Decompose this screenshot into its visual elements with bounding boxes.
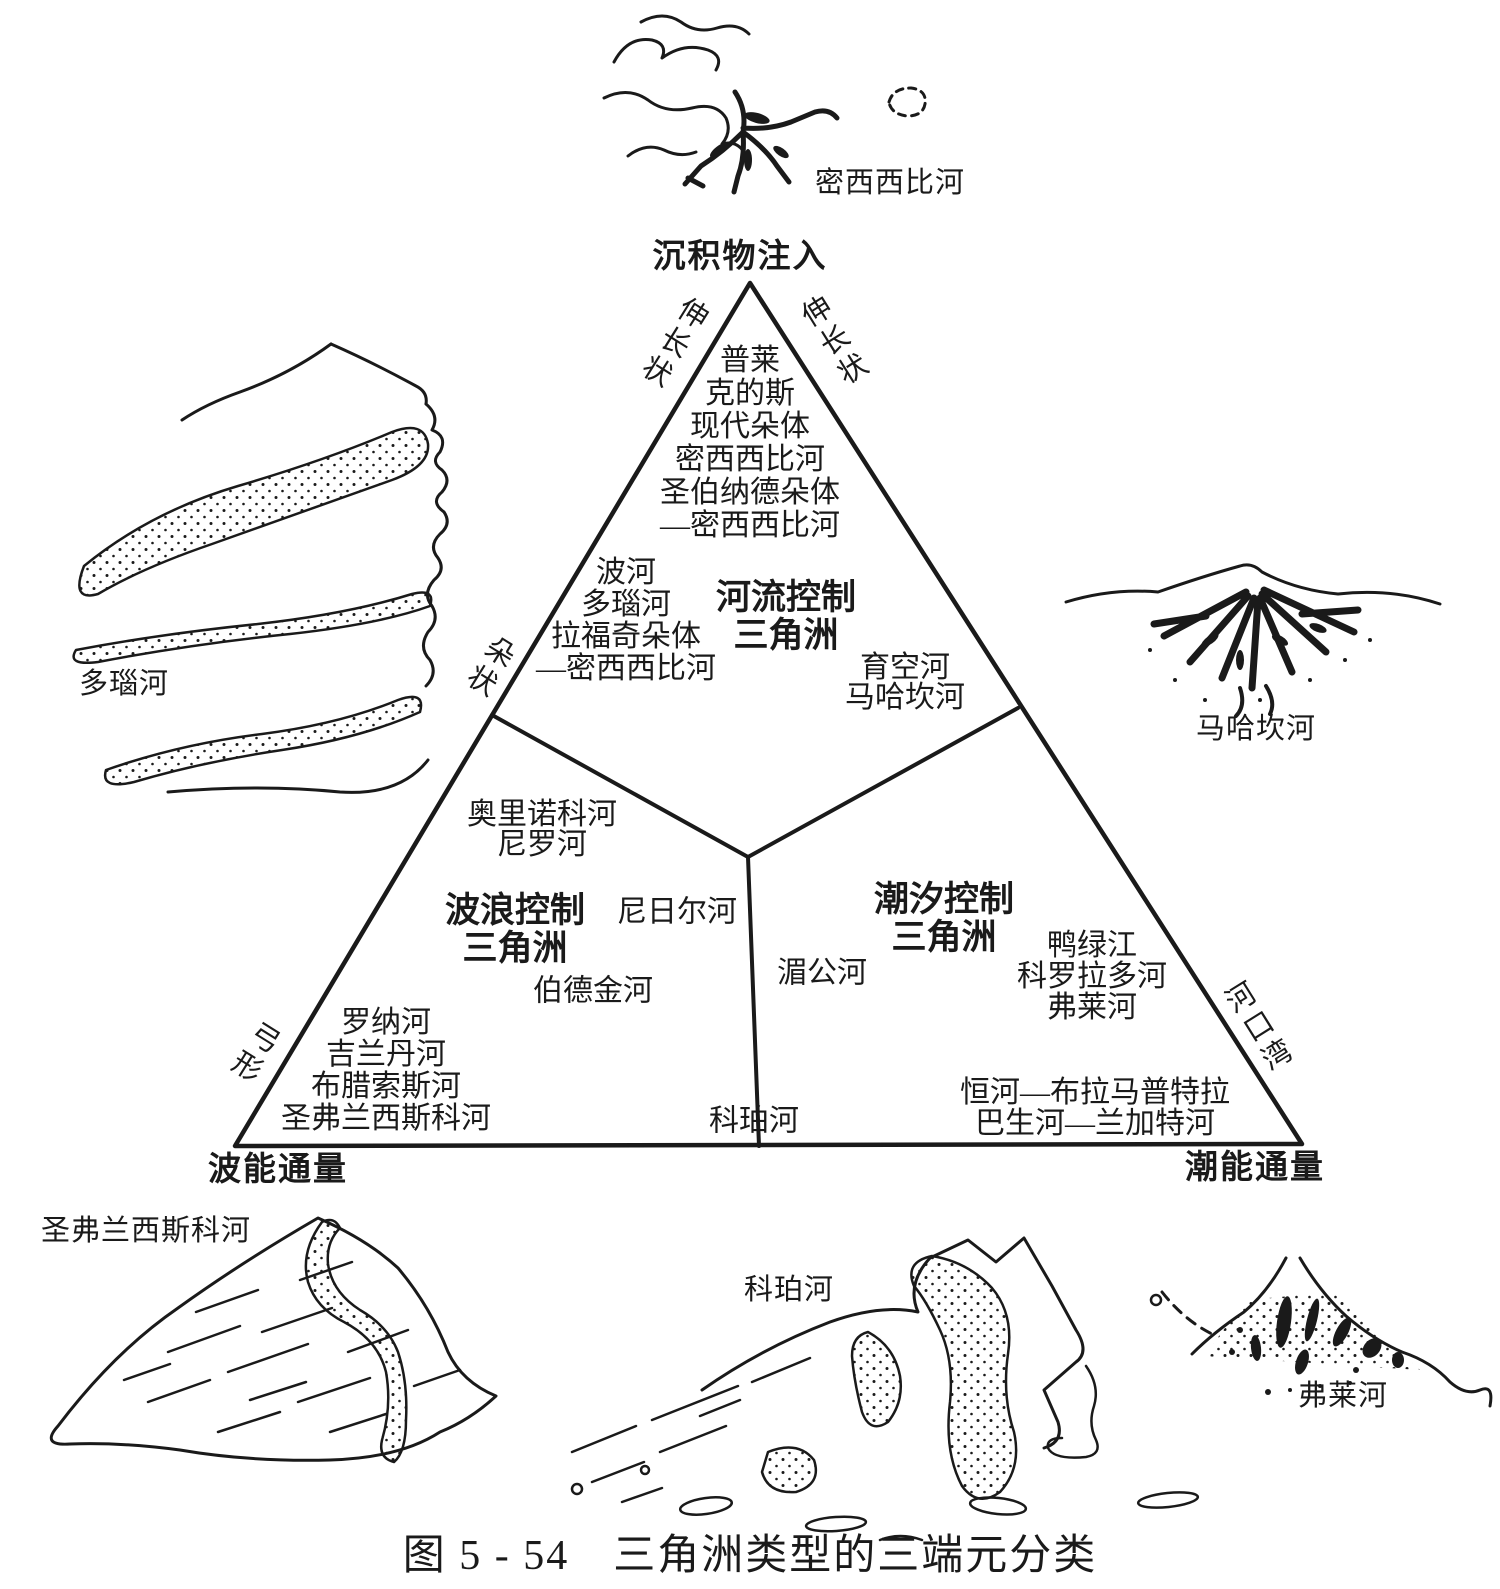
river-name: 科罗拉多河 <box>1017 960 1167 993</box>
river-name: 罗纳河 <box>341 1006 431 1039</box>
region-title-line: 三角洲 <box>891 918 997 957</box>
river-name: 奥里诺科河 <box>467 798 617 831</box>
river-name: 普莱 <box>720 344 780 377</box>
river-name-mekong: 湄公河 <box>777 956 867 990</box>
sketch-label-fly: 弗莱河 <box>1297 1380 1389 1413</box>
sketch-label-danube: 多瑙河 <box>78 668 170 701</box>
sketch-label-mahakam: 马哈坎河 <box>1195 713 1317 746</box>
river-name: 现代朵体 <box>690 410 810 443</box>
river-list-wave: 罗纳河 吉兰丹河 布腊索斯河 圣弗兰西斯科河 <box>281 1007 491 1135</box>
sao-francisco-delta-sketch <box>49 1216 498 1464</box>
river-name: 密西西比河 <box>675 443 825 476</box>
mahakam-delta-sketch <box>1064 563 1442 718</box>
river-list-orinoco: 奥里诺科河 尼罗河 <box>467 800 617 860</box>
river-name: 鸭绿江 <box>1047 929 1137 962</box>
river-name: 克的斯 <box>705 377 795 410</box>
river-name: 弗莱河 <box>1047 991 1137 1024</box>
region-title-line: 潮汐控制 <box>873 880 1015 919</box>
river-name-copper-inner: 科珀河 <box>709 1104 799 1138</box>
river-name: 尼罗河 <box>497 828 587 861</box>
region-title-wave-dominated: 波浪控制 三角洲 <box>445 892 585 968</box>
river-name: 育空河 <box>860 651 950 684</box>
river-name: —密西西比河 <box>536 652 716 685</box>
sketch-label-mississippi: 密西西比河 <box>814 167 966 200</box>
sketch-label-sao-francisco: 圣弗兰西斯科河 <box>40 1215 252 1248</box>
river-name: 拉福奇朵体 <box>551 620 701 653</box>
region-title-tide-dominated: 潮汐控制 三角洲 <box>874 881 1014 957</box>
river-name: —密西西比河 <box>660 509 840 542</box>
river-name: 圣弗兰西斯科河 <box>281 1102 491 1135</box>
river-list-tide: 鸭绿江 科罗拉多河 弗莱河 <box>1017 930 1167 1023</box>
river-name: 恒河—布拉马普特拉 <box>960 1076 1230 1109</box>
river-name: 圣伯纳德朵体 <box>660 476 840 509</box>
river-list-yukon: 育空河 马哈坎河 <box>845 653 965 713</box>
river-name: 马哈坎河 <box>845 681 965 714</box>
river-name: 多瑙河 <box>581 588 671 621</box>
figure-caption: 图 5 - 54 三角洲类型的三端元分类 <box>402 1532 1098 1579</box>
river-list-lobate: 波河 多瑙河 拉福奇朵体 —密西西比河 <box>536 557 716 685</box>
copper-delta-sketch <box>570 1236 1200 1542</box>
river-list-tide-estuary: 恒河—布拉马普特拉 巴生河—兰加特河 <box>960 1077 1230 1139</box>
sketch-label-copper: 科珀河 <box>743 1274 835 1307</box>
tide-axis-label: 潮能通量 <box>1185 1149 1325 1186</box>
region-title-line: 波浪控制 <box>444 891 586 930</box>
region-title-river-dominated: 河流控制 三角洲 <box>716 579 856 655</box>
fly-delta-sketch <box>1149 1256 1493 1408</box>
wave-axis-label: 波能通量 <box>208 1151 348 1188</box>
apex-axis-label: 沉积物注入 <box>652 238 828 275</box>
river-list-apex: 普莱 克的斯 现代朵体 密西西比河 圣伯纳德朵体 —密西西比河 <box>660 344 840 542</box>
river-name: 吉兰丹河 <box>326 1038 446 1071</box>
region-title-line: 三角洲 <box>733 616 839 655</box>
ternary-divider-lines <box>490 706 1020 1148</box>
region-title-line: 三角洲 <box>462 929 568 968</box>
river-name-niger: 尼日尔河 <box>617 895 737 929</box>
mississippi-delta-sketch <box>602 14 927 195</box>
river-name: 巴生河—兰加特河 <box>975 1107 1215 1140</box>
river-name: 波河 <box>596 556 656 589</box>
river-name: 布腊索斯河 <box>311 1070 461 1103</box>
danube-delta-sketch <box>72 342 449 794</box>
river-name-burdekin: 伯德金河 <box>533 974 653 1008</box>
region-title-line: 河流控制 <box>715 578 857 617</box>
